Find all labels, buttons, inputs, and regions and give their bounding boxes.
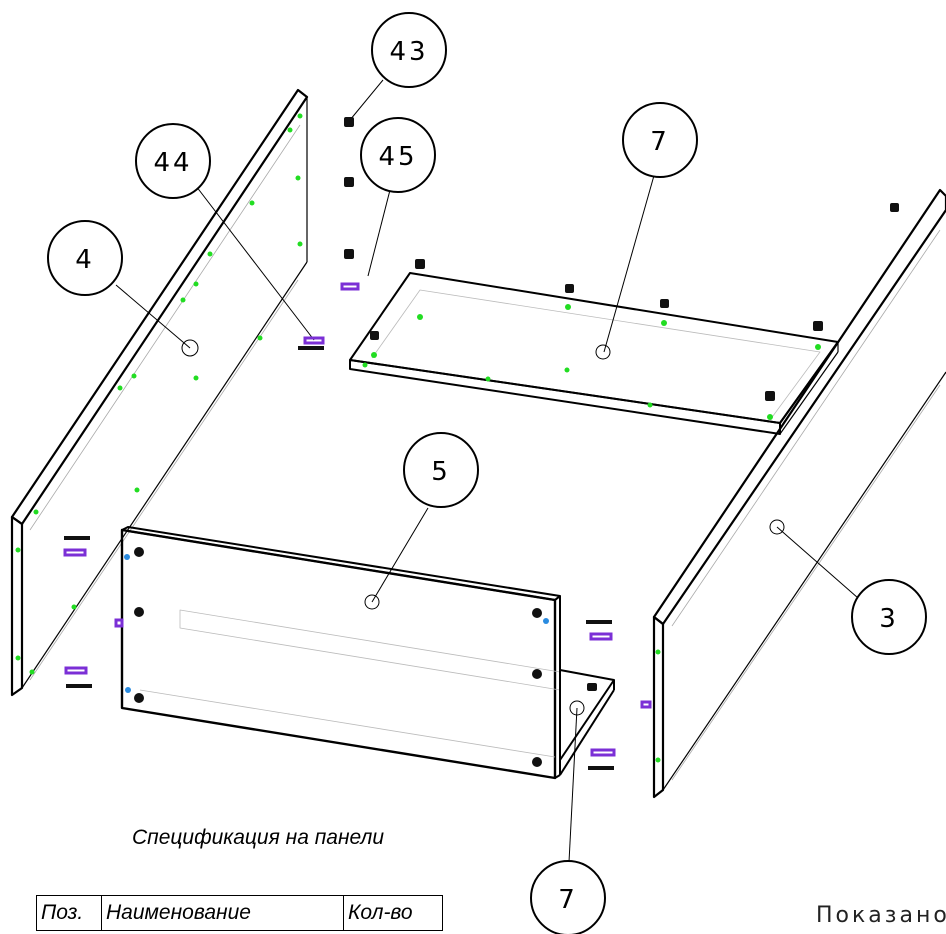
callout-7-bottom-number: 7 — [558, 885, 578, 915]
callout-5-number: 5 — [431, 457, 451, 487]
spec-title: Спецификация на панели — [132, 826, 385, 849]
panel-7-top-shelf — [349, 272, 839, 435]
callout-5-circle — [403, 432, 479, 508]
callout-44-circle — [135, 123, 211, 199]
panel-4-left-side — [10, 88, 309, 697]
panel-5-back — [120, 526, 561, 780]
callout-43-circle — [371, 12, 447, 88]
callout-3-number: 3 — [879, 604, 899, 634]
spec-header-pos: Поз. — [36, 895, 102, 931]
ties-purple — [63, 282, 652, 757]
callout-7-top-circle — [622, 102, 698, 178]
leader-lines — [115, 79, 859, 863]
callout-4-circle — [47, 220, 123, 296]
spec-header-name: Наименование — [101, 895, 344, 931]
spec-header-qty: Кол-во — [343, 895, 443, 931]
callout-43-number: 43 — [389, 37, 428, 67]
shown-note: Показано — [816, 903, 946, 928]
spec-table: Поз. Наименование Кол-во — [36, 895, 443, 931]
callout-45-circle — [360, 117, 436, 193]
callout-7-bottom-circle — [530, 860, 606, 934]
dowels-green — [15, 113, 821, 763]
spec-header-row: Поз. Наименование Кол-во — [36, 895, 443, 931]
callout-45-number: 45 — [378, 142, 417, 172]
cams-blue — [124, 554, 549, 693]
callout-4-number: 4 — [75, 245, 95, 275]
fittings-black — [64, 117, 899, 770]
callout-7-top-number: 7 — [650, 127, 670, 157]
panel-3-right-side — [652, 188, 946, 799]
callout-44-number: 44 — [153, 148, 192, 178]
callout-3-circle — [851, 579, 927, 655]
